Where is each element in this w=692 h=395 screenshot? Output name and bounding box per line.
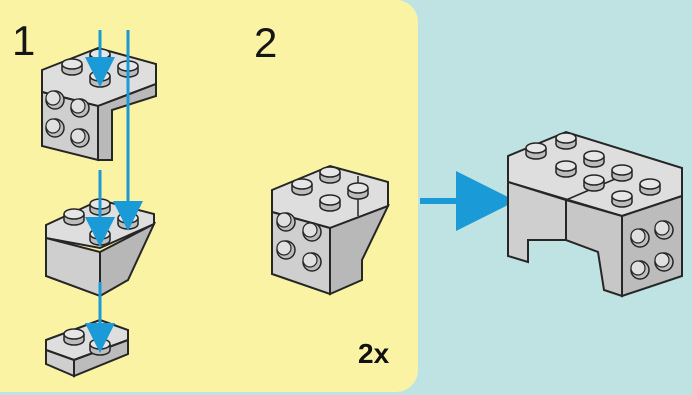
- quantity-multiplier: 2x: [358, 338, 390, 369]
- step-number-2: 2: [254, 19, 278, 66]
- sub-assembly: [271, 164, 390, 296]
- final-assembly: [507, 130, 683, 298]
- plate-brick: [45, 318, 129, 378]
- step-number-1: 1: [12, 17, 36, 64]
